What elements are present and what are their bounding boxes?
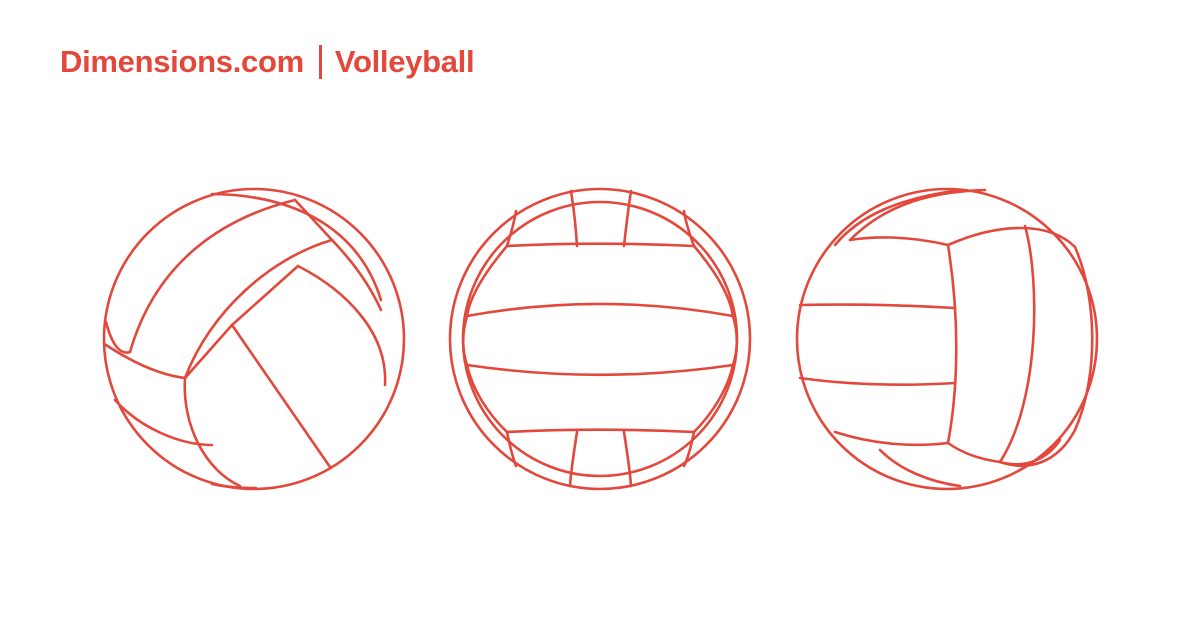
panel-seam — [833, 188, 962, 247]
panel-seam — [998, 245, 1094, 467]
panel-seam — [568, 430, 579, 488]
panel-seam — [293, 198, 383, 312]
panel-seam — [998, 224, 1036, 464]
panel-seam — [622, 430, 633, 488]
panel-seam — [465, 302, 735, 318]
panel-seam — [682, 209, 696, 248]
panel-seam — [128, 198, 297, 354]
panel-seam — [505, 428, 696, 434]
panel-seam — [183, 376, 242, 488]
volleyball-angled-view — [102, 187, 406, 491]
panel-seam — [848, 188, 987, 242]
panel-seam — [798, 303, 957, 310]
panel-seam — [692, 244, 735, 318]
title-divider — [318, 45, 322, 79]
volleyball-front-view — [448, 187, 752, 491]
panel-seam — [878, 448, 962, 488]
panel-seam — [505, 209, 518, 248]
site-name[interactable]: Dimensions.com — [60, 44, 304, 79]
panel-seam — [569, 189, 579, 248]
panel-seam — [505, 430, 518, 468]
ball-outline — [795, 187, 1099, 491]
ball-outline — [448, 187, 752, 491]
panel-seam — [104, 320, 132, 354]
panel-seam — [113, 398, 214, 447]
panel-seam — [210, 192, 383, 302]
panel-seam — [682, 430, 696, 468]
panel-seam — [622, 189, 633, 248]
panel-seam — [833, 430, 950, 447]
panel-seam — [731, 314, 739, 367]
panel-seam — [998, 438, 1062, 466]
panel-seam — [946, 441, 1002, 464]
ball-outline — [102, 187, 406, 491]
page-header: Dimensions.com Volleyball — [60, 40, 475, 84]
panel-seam — [183, 264, 300, 380]
panel-seam — [946, 243, 958, 445]
panel-seam — [692, 363, 735, 434]
panel-seam — [465, 363, 735, 377]
panel-seam — [230, 323, 332, 469]
panel-seam — [465, 363, 509, 434]
panel-seam — [848, 236, 950, 247]
volleyball-side-view — [795, 187, 1099, 491]
panel-seam — [798, 376, 957, 386]
panel-seam — [946, 226, 1077, 249]
page-title: Volleyball — [334, 44, 475, 79]
panel-seam — [183, 238, 334, 380]
panel-seam — [461, 314, 469, 367]
panel-seam — [505, 242, 696, 248]
panel-seam — [465, 244, 509, 318]
panel-seam — [210, 482, 258, 490]
panel-seam — [104, 343, 187, 380]
panel-seam — [296, 264, 387, 387]
